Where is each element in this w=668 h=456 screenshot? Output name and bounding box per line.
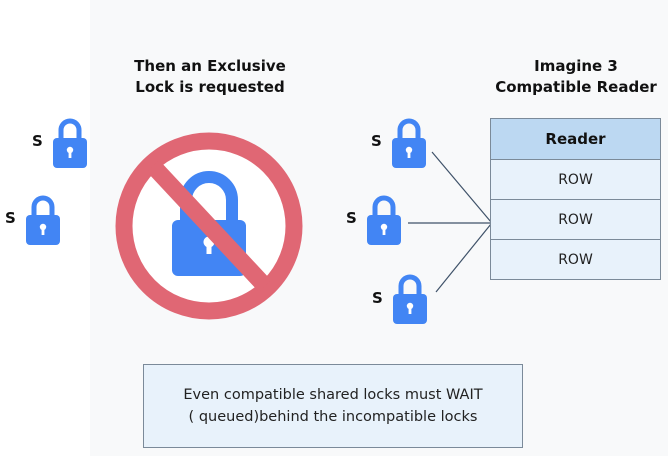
shared-lock-label: S bbox=[372, 289, 383, 307]
shared-lock-label: S bbox=[5, 209, 16, 227]
shared-lock-label: S bbox=[32, 132, 43, 150]
table-row: ROW bbox=[491, 160, 660, 200]
lock-icon bbox=[367, 195, 401, 245]
table-header: Reader bbox=[491, 119, 660, 160]
lock-icon bbox=[26, 195, 60, 245]
no-entry-sign-icon bbox=[115, 132, 303, 320]
reader-table: Reader ROW ROW ROW bbox=[490, 118, 661, 280]
lock-icon bbox=[393, 274, 427, 324]
lock-icon bbox=[392, 118, 426, 168]
table-row: ROW bbox=[491, 240, 660, 279]
note-line: ( queued)behind the incompatible locks bbox=[188, 409, 478, 425]
note-box: Even compatible shared locks must WAIT (… bbox=[143, 364, 523, 448]
exclusive-lock-title: Then an Exclusive Lock is requested bbox=[134, 57, 286, 96]
table-row: ROW bbox=[491, 200, 660, 240]
compatible-reader-title: Imagine 3 Compatible Reader bbox=[495, 57, 657, 96]
shared-lock-label: S bbox=[346, 209, 357, 227]
note-line: Even compatible shared locks must WAIT bbox=[183, 387, 483, 403]
shared-lock-label: S bbox=[371, 132, 382, 150]
lock-icon bbox=[53, 118, 87, 168]
